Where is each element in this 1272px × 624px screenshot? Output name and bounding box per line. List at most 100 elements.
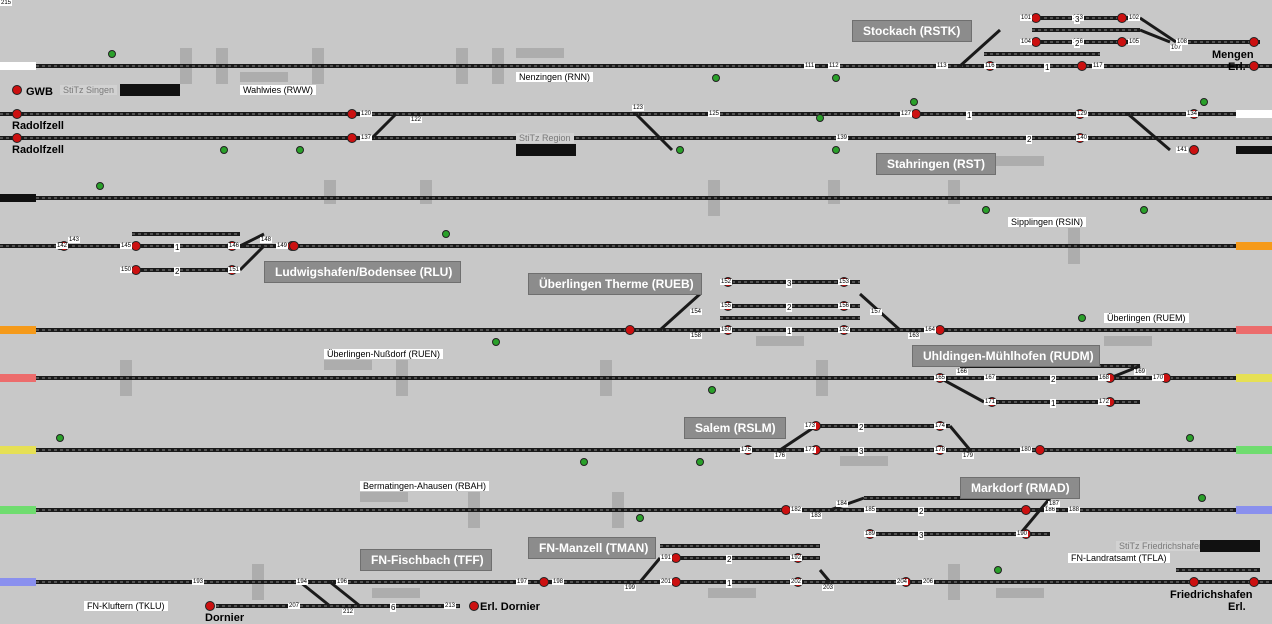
- signal-light[interactable]: [671, 553, 681, 563]
- signal-light[interactable]: [1249, 577, 1259, 587]
- signal-number-label: 177: [804, 447, 817, 453]
- signal-aspect-green[interactable]: [910, 98, 918, 106]
- signal-light[interactable]: [1249, 61, 1259, 71]
- track-number-label: 1: [726, 579, 733, 588]
- signal-aspect-green[interactable]: [696, 458, 704, 466]
- station-label-rmad[interactable]: Markdorf (RMAD): [960, 477, 1080, 499]
- signal-number-label: 173: [804, 423, 817, 429]
- signal-light[interactable]: [671, 577, 681, 587]
- signal-aspect-green[interactable]: [982, 206, 990, 214]
- signal-number-label: 191: [660, 555, 673, 561]
- signal-aspect-green[interactable]: [816, 114, 824, 122]
- sublabel-rnn: Nenzingen (RNN): [516, 72, 594, 82]
- end-label-dornier: Dornier: [205, 612, 245, 624]
- signal-light[interactable]: [12, 85, 22, 95]
- track-number-label: 3: [786, 279, 793, 288]
- signal-aspect-green[interactable]: [1198, 494, 1206, 502]
- signal-aspect-green[interactable]: [442, 230, 450, 238]
- signal-number-label: 194: [296, 579, 309, 585]
- signal-number-label: 156: [838, 303, 851, 309]
- signal-light[interactable]: [1031, 37, 1041, 47]
- signal-aspect-green[interactable]: [832, 74, 840, 82]
- track-number-label: 2: [1050, 375, 1057, 384]
- signal-number-label: 141: [1176, 147, 1189, 153]
- signal-number-label: 160: [720, 327, 733, 333]
- signal-light[interactable]: [289, 241, 299, 251]
- signal-number-label: 165: [934, 375, 947, 381]
- signal-light[interactable]: [1117, 13, 1127, 23]
- station-label-tff[interactable]: FN-Fischbach (TFF): [360, 549, 492, 571]
- signal-aspect-green[interactable]: [580, 458, 588, 466]
- signal-light[interactable]: [1077, 61, 1087, 71]
- signal-aspect-green[interactable]: [636, 514, 644, 522]
- signal-number-label: 203: [822, 585, 835, 591]
- signal-light[interactable]: [347, 109, 357, 119]
- edge-connector: [1236, 110, 1272, 118]
- sublabel-ruem: Überlingen (RUEM): [1104, 313, 1189, 323]
- station-label-rst[interactable]: Stahringen (RST): [876, 153, 996, 175]
- switch-connection: [939, 376, 985, 404]
- occupancy-block: [996, 588, 1044, 598]
- station-label-rslm[interactable]: Salem (RSLM): [684, 417, 786, 439]
- signal-light[interactable]: [131, 241, 141, 251]
- stitz-fn-bar: [1200, 540, 1260, 552]
- occupancy-block: [1104, 336, 1152, 346]
- signal-number-label: 102: [1128, 15, 1141, 21]
- switch-connection: [1018, 497, 1052, 535]
- station-label-tman[interactable]: FN-Manzell (TMAN): [528, 537, 656, 559]
- signal-aspect-green[interactable]: [296, 146, 304, 154]
- signal-number-label: 149: [276, 243, 289, 249]
- signal-number-label: 145: [120, 243, 133, 249]
- signal-aspect-green[interactable]: [1186, 434, 1194, 442]
- signal-aspect-green[interactable]: [708, 386, 716, 394]
- signal-light[interactable]: [12, 133, 22, 143]
- signal-light[interactable]: [469, 601, 479, 611]
- occupancy-block: [828, 180, 840, 204]
- signal-aspect-green[interactable]: [994, 566, 1002, 574]
- signal-light[interactable]: [1189, 577, 1199, 587]
- station-label-rlu[interactable]: Ludwigshafen/Bodensee (RLU): [264, 261, 461, 283]
- switch-connection: [329, 580, 361, 608]
- edge-connector: [1236, 326, 1272, 334]
- signal-aspect-green[interactable]: [1200, 98, 1208, 106]
- signal-light[interactable]: [625, 325, 635, 335]
- signal-aspect-green[interactable]: [1078, 314, 1086, 322]
- signal-light[interactable]: [1249, 37, 1259, 47]
- signal-aspect-green[interactable]: [96, 182, 104, 190]
- signal-aspect-green[interactable]: [492, 338, 500, 346]
- end-label-friedrichshafen: Friedrichshafen: [1170, 589, 1253, 601]
- signal-light[interactable]: [1021, 505, 1031, 515]
- station-label-rueb[interactable]: Überlingen Therme (RUEB): [528, 273, 702, 295]
- signal-light[interactable]: [935, 325, 945, 335]
- signal-light[interactable]: [205, 601, 215, 611]
- signal-light[interactable]: [1117, 37, 1127, 47]
- switch-connection: [638, 557, 662, 583]
- station-label-rudm[interactable]: Uhldingen-Mühlhofen (RUDM): [912, 345, 1100, 367]
- signal-number-label: 179: [962, 453, 975, 459]
- signal-light[interactable]: [911, 109, 921, 119]
- signal-aspect-green[interactable]: [712, 74, 720, 82]
- signal-aspect-green[interactable]: [1140, 206, 1148, 214]
- signal-number-label: 193: [192, 579, 205, 585]
- signal-light[interactable]: [1031, 13, 1041, 23]
- track-number-label: 2: [918, 507, 925, 516]
- signal-number-label: 150: [120, 267, 133, 273]
- signal-light[interactable]: [539, 577, 549, 587]
- signal-number-label: 186: [1044, 507, 1057, 513]
- signal-aspect-green[interactable]: [220, 146, 228, 154]
- signal-light[interactable]: [1035, 445, 1045, 455]
- signal-aspect-green[interactable]: [56, 434, 64, 442]
- station-label-rstk[interactable]: Stockach (RSTK): [852, 20, 972, 42]
- signal-number-label: 137: [360, 135, 373, 141]
- signal-number-label: 152: [720, 279, 733, 285]
- signal-light[interactable]: [347, 133, 357, 143]
- signal-light[interactable]: [131, 265, 141, 275]
- signal-light[interactable]: [12, 109, 22, 119]
- signal-number-label: 199: [624, 585, 637, 591]
- signal-number-label: 164: [924, 327, 937, 333]
- signal-aspect-green[interactable]: [676, 146, 684, 154]
- signal-aspect-green[interactable]: [108, 50, 116, 58]
- signal-light[interactable]: [1189, 145, 1199, 155]
- signal-aspect-green[interactable]: [832, 146, 840, 154]
- signal-number-label: 151: [228, 267, 241, 273]
